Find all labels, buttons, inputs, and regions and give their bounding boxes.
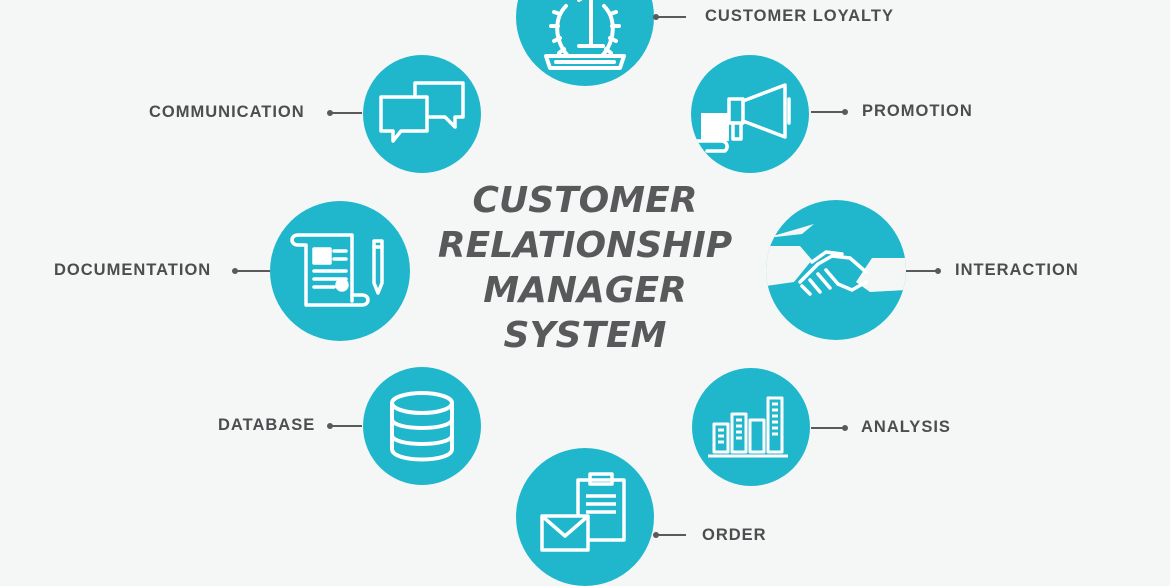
bar-chart-icon [708, 396, 788, 458]
first-place-laurel-icon [544, 0, 626, 70]
communication-label: COMMUNICATION [149, 103, 305, 121]
documentation-label: DOCUMENTATION [54, 261, 212, 279]
clipboard-envelope-icon [540, 472, 626, 552]
document-pen-icon [290, 233, 384, 307]
database-node [363, 367, 481, 485]
diagram-title: CUSTOMER RELATIONSHIP MANAGER SYSTEM [405, 178, 765, 358]
customer-loyalty-node [516, 0, 654, 86]
analysis-node [692, 368, 810, 486]
order-label: ORDER [702, 526, 767, 544]
customer-loyalty-connector [653, 14, 686, 20]
documentation-node [270, 201, 410, 341]
documentation-connector [232, 268, 270, 274]
database-connector [327, 423, 362, 429]
speech-bubbles-icon [379, 81, 465, 143]
title-line-3: MANAGER [483, 270, 687, 311]
communication-connector [327, 110, 362, 116]
order-node [516, 448, 654, 586]
interaction-label: INTERACTION [955, 261, 1079, 279]
database-label: DATABASE [218, 416, 316, 434]
analysis-label: ANALYSIS [861, 418, 951, 436]
order-connector [653, 532, 686, 538]
analysis-connector [811, 425, 848, 431]
promotion-node [691, 55, 809, 173]
promotion-connector [811, 109, 848, 115]
title-line-2: RELATIONSHIP [437, 225, 733, 266]
handshake-icon [766, 224, 906, 296]
customer-loyalty-label: CUSTOMER LOYALTY [705, 7, 894, 25]
interaction-connector [906, 268, 941, 274]
database-icon [390, 391, 454, 462]
title-line-4: SYSTEM [503, 315, 667, 356]
promotion-label: PROMOTION [862, 102, 973, 120]
title-line-1: CUSTOMER [472, 180, 698, 221]
megaphone-icon [691, 83, 791, 153]
communication-node [363, 55, 481, 173]
interaction-node [766, 200, 906, 340]
